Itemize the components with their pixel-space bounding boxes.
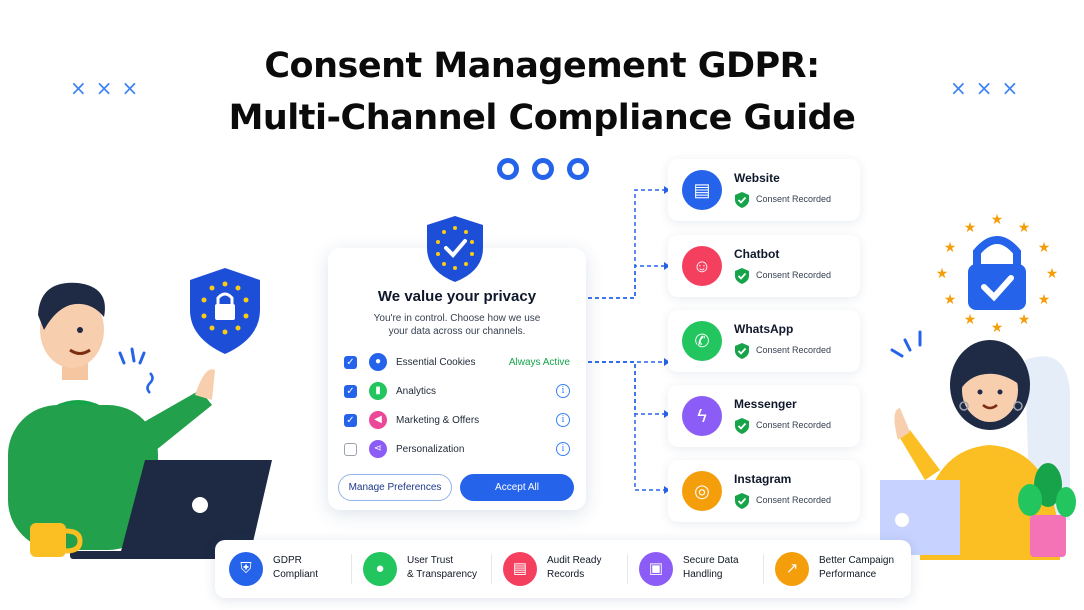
circle-icon	[532, 158, 554, 180]
feature-line-1: Audit Ready	[547, 555, 602, 566]
page-title: Consent Management GDPR: Multi-Channel C…	[0, 40, 1084, 144]
info-icon[interactable]: i	[556, 413, 570, 427]
feature-line-2: Handling	[683, 569, 723, 580]
svg-text:★: ★	[944, 240, 957, 256]
option-personalization[interactable]: ✓ ⋖ Personalization i	[344, 439, 570, 459]
svg-text:★: ★	[1018, 312, 1031, 328]
svg-text:★: ★	[1018, 220, 1031, 236]
consent-subtext: You're in control. Choose how we use you…	[373, 313, 541, 337]
shield-check-icon	[735, 493, 749, 509]
shield-check-icon	[735, 192, 749, 208]
svg-text:★: ★	[964, 312, 977, 328]
divider	[627, 554, 628, 584]
feature-line-2: Records	[547, 569, 585, 580]
share-icon: ⋖	[369, 440, 387, 458]
user-icon: ●	[363, 552, 397, 586]
accept-all-button[interactable]: Accept All	[460, 474, 574, 501]
title-line-1: Consent Management GDPR:	[264, 46, 820, 86]
checkbox-checked[interactable]: ✓	[344, 384, 357, 398]
instagram-icon: ◎	[682, 471, 722, 511]
robot-icon: ☺	[682, 246, 722, 286]
checkbox-checked[interactable]: ✓	[344, 355, 357, 369]
option-label: Personalization	[396, 443, 465, 455]
divider	[763, 554, 764, 584]
eu-shield-lock-icon	[190, 268, 260, 354]
circle-icon	[567, 158, 589, 180]
consent-heading: We value your privacy	[377, 288, 537, 305]
info-icon[interactable]: i	[556, 442, 570, 456]
option-essential-cookies[interactable]: ✓ ● Essential Cookies Always Active	[344, 352, 570, 372]
feature-line-2: Compliant	[273, 569, 319, 580]
option-analytics[interactable]: ✓ ▮ Analytics i	[344, 381, 570, 401]
loading-dots	[497, 158, 589, 180]
growth-chart-icon: ↗	[775, 552, 809, 586]
shield-check-icon	[735, 343, 749, 359]
checkbox-checked[interactable]: ✓	[344, 413, 357, 427]
channel-instagram[interactable]: ◎ Instagram Consent Recorded	[668, 460, 860, 522]
svg-text:★: ★	[991, 212, 1004, 228]
option-marketing[interactable]: ✓ ◀ Marketing & Offers i	[344, 410, 570, 430]
option-label: Essential Cookies	[396, 356, 476, 368]
channel-connector-lines	[588, 186, 670, 494]
channel-status: Consent Recorded	[756, 194, 832, 204]
x-marks-right: ×××	[950, 76, 1028, 100]
svg-text:★: ★	[964, 220, 977, 236]
feature-line-1: GDPR	[273, 555, 302, 566]
shield-check-icon	[735, 418, 749, 434]
option-label: Marketing & Offers	[396, 414, 480, 426]
channel-status: Consent Recorded	[756, 345, 832, 355]
info-icon[interactable]: i	[556, 384, 570, 398]
channel-website[interactable]: ▤ Website Consent Recorded	[668, 159, 860, 221]
channel-name: Chatbot	[734, 247, 780, 261]
always-active-status: Always Active	[508, 356, 570, 368]
lock-icon: ▣	[639, 552, 673, 586]
shield-icon: ⛨	[229, 552, 263, 586]
channel-status: Consent Recorded	[756, 270, 832, 280]
svg-text:★: ★	[1046, 266, 1059, 282]
title-line-2: Multi-Channel Compliance Guide	[228, 98, 856, 138]
document-icon: ▤	[503, 552, 537, 586]
feature-line-2: & Transparency	[407, 569, 478, 580]
channel-name: WhatsApp	[734, 322, 794, 336]
svg-text:★: ★	[936, 266, 949, 282]
user-icon: ●	[369, 353, 387, 371]
channel-status: Consent Recorded	[756, 495, 832, 505]
megaphone-icon: ◀	[369, 411, 387, 429]
svg-text:★: ★	[991, 320, 1004, 335]
consent-card: We value your privacy You're in control.…	[328, 248, 586, 510]
eu-shield-check-icon	[427, 216, 483, 282]
manage-preferences-button[interactable]: Manage Preferences	[338, 474, 452, 501]
messenger-icon: ϟ	[682, 396, 722, 436]
chart-icon: ▮	[369, 382, 387, 400]
x-marks-left: ×××	[70, 76, 148, 100]
feature-line-1: Secure Data	[683, 555, 739, 566]
feature-line-2: Performance	[819, 569, 877, 580]
channel-status: Consent Recorded	[756, 420, 832, 430]
feature-line-1: User Trust	[407, 555, 454, 566]
channel-name: Messenger	[734, 397, 797, 411]
feature-line-1: Better Campaign	[819, 555, 895, 566]
whatsapp-icon: ✆	[682, 321, 722, 361]
svg-text:★: ★	[1038, 292, 1051, 308]
lock-with-stars-icon: ★ ★ ★ ★ ★ ★ ★ ★ ★ ★ ★ ★	[936, 212, 1059, 335]
svg-text:★: ★	[1038, 240, 1051, 256]
channel-name: Instagram	[734, 472, 792, 486]
checkbox-unchecked[interactable]: ✓	[344, 442, 357, 456]
svg-text:★: ★	[944, 292, 957, 308]
woman-with-laptop-illustration	[880, 330, 1076, 560]
features-bar: ⛨ GDPR Compliant ● User Trust & Transparen…	[215, 540, 911, 598]
shield-check-icon	[735, 268, 749, 284]
circle-icon	[497, 158, 519, 180]
channel-whatsapp[interactable]: ✆ WhatsApp Consent Recorded	[668, 310, 860, 372]
option-label: Analytics	[396, 385, 437, 397]
channel-chatbot[interactable]: ☺ Chatbot Consent Recorded	[668, 235, 860, 297]
browser-icon: ▤	[682, 170, 722, 210]
channel-name: Website	[734, 171, 780, 185]
divider	[351, 554, 352, 584]
divider	[491, 554, 492, 584]
channel-messenger[interactable]: ϟ Messenger Consent Recorded	[668, 385, 860, 447]
